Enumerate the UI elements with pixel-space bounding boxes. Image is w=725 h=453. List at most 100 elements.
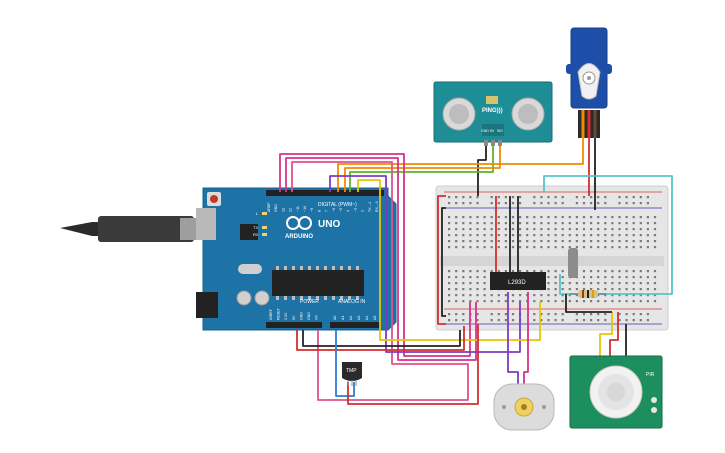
breadboard-hole[interactable]	[618, 270, 621, 273]
breadboard-hole[interactable]	[504, 294, 507, 297]
breadboard-hole[interactable]	[646, 228, 649, 231]
breadboard-hole[interactable]	[483, 294, 486, 297]
breadboard-hole[interactable]	[625, 222, 628, 225]
breadboard-hole[interactable]	[490, 319, 493, 322]
breadboard-hole[interactable]	[483, 240, 486, 243]
breadboard-hole[interactable]	[448, 246, 451, 249]
breadboard-hole[interactable]	[582, 228, 586, 231]
breadboard-hole[interactable]	[625, 276, 628, 279]
breadboard-hole[interactable]	[476, 196, 479, 199]
breadboard-hole[interactable]	[639, 288, 642, 291]
breadboard-hole[interactable]	[462, 216, 465, 219]
breadboard-hole[interactable]	[639, 228, 642, 231]
breadboard-hole[interactable]	[568, 288, 571, 291]
breadboard-hole[interactable]	[540, 228, 543, 231]
breadboard-hole[interactable]	[547, 313, 550, 316]
breadboard-hole[interactable]	[490, 202, 493, 205]
breadboard-hole[interactable]	[519, 202, 522, 205]
arduino-board[interactable]: ARDUINO UNO L TX RX DIGITAL (PWM~) POWER…	[196, 187, 397, 331]
breadboard-hole[interactable]	[597, 276, 600, 279]
breadboard-hole[interactable]	[490, 294, 493, 297]
breadboard-hole[interactable]	[462, 202, 465, 205]
breadboard-hole[interactable]	[540, 319, 543, 322]
breadboard-hole[interactable]	[554, 196, 557, 199]
breadboard-hole[interactable]	[483, 228, 486, 231]
breadboard-hole[interactable]	[462, 282, 465, 285]
breadboard-hole[interactable]	[448, 288, 451, 291]
breadboard-hole[interactable]	[568, 234, 571, 237]
breadboard-hole[interactable]	[490, 300, 493, 303]
breadboard-hole[interactable]	[653, 276, 657, 279]
breadboard-hole[interactable]	[561, 228, 564, 231]
breadboard-hole[interactable]	[646, 294, 649, 297]
breadboard-hole[interactable]	[554, 246, 557, 249]
breadboard-hole[interactable]	[561, 270, 564, 273]
breadboard-hole[interactable]	[455, 282, 458, 285]
breadboard-hole[interactable]	[526, 216, 529, 219]
breadboard-hole[interactable]	[533, 313, 536, 316]
breadboard-hole[interactable]	[639, 246, 642, 249]
breadboard-hole[interactable]	[526, 222, 529, 225]
breadboard-hole[interactable]	[540, 313, 543, 316]
breadboard-hole[interactable]	[575, 196, 578, 199]
breadboard-hole[interactable]	[455, 270, 458, 273]
breadboard-hole[interactable]	[469, 234, 472, 237]
breadboard-hole[interactable]	[469, 270, 472, 273]
breadboard-hole[interactable]	[497, 319, 500, 322]
breadboard-hole[interactable]	[540, 294, 543, 297]
breadboard-hole[interactable]	[497, 300, 500, 303]
breadboard-hole[interactable]	[639, 300, 642, 303]
breadboard-hole[interactable]	[462, 240, 465, 243]
breadboard-hole[interactable]	[504, 228, 507, 231]
breadboard-hole[interactable]	[448, 270, 451, 273]
breadboard-hole[interactable]	[497, 228, 500, 231]
breadboard-hole[interactable]	[632, 202, 635, 205]
breadboard-hole[interactable]	[504, 300, 507, 303]
breadboard-hole[interactable]	[632, 276, 635, 279]
breadboard-hole[interactable]	[590, 222, 593, 225]
breadboard-hole[interactable]	[646, 202, 649, 205]
breadboard-hole[interactable]	[540, 202, 543, 205]
breadboard-hole[interactable]	[490, 216, 493, 219]
breadboard-hole[interactable]	[632, 294, 635, 297]
breadboard-hole[interactable]	[554, 288, 557, 291]
breadboard-hole[interactable]	[511, 246, 515, 249]
breadboard-hole[interactable]	[526, 234, 529, 237]
breadboard-hole[interactable]	[554, 282, 557, 285]
breadboard-hole[interactable]	[519, 246, 522, 249]
breadboard-hole[interactable]	[547, 270, 550, 273]
breadboard-hole[interactable]	[575, 228, 578, 231]
breadboard-hole[interactable]	[653, 216, 657, 219]
breadboard-hole[interactable]	[448, 313, 451, 316]
breadboard-hole[interactable]	[547, 216, 550, 219]
breadboard-hole[interactable]	[469, 276, 472, 279]
breadboard-hole[interactable]	[455, 240, 458, 243]
breadboard-hole[interactable]	[483, 222, 486, 225]
breadboard-hole[interactable]	[511, 222, 515, 225]
breadboard-hole[interactable]	[469, 240, 472, 243]
breadboard-hole[interactable]	[519, 222, 522, 225]
breadboard-hole[interactable]	[483, 216, 486, 219]
breadboard-hole[interactable]	[561, 294, 564, 297]
breadboard-hole[interactable]	[625, 300, 628, 303]
breadboard-hole[interactable]	[618, 234, 621, 237]
breadboard-hole[interactable]	[462, 276, 465, 279]
breadboard-hole[interactable]	[497, 294, 500, 297]
breadboard-hole[interactable]	[469, 294, 472, 297]
breadboard-hole[interactable]	[561, 276, 564, 279]
breadboard-hole[interactable]	[448, 300, 451, 303]
breadboard-hole[interactable]	[490, 228, 493, 231]
breadboard-hole[interactable]	[462, 313, 465, 316]
breadboard-hole[interactable]	[632, 222, 635, 225]
breadboard-hole[interactable]	[547, 228, 550, 231]
breadboard-hole[interactable]	[455, 294, 458, 297]
breadboard-hole[interactable]	[625, 216, 628, 219]
breadboard-hole[interactable]	[462, 228, 465, 231]
breadboard-hole[interactable]	[582, 202, 586, 205]
breadboard-hole[interactable]	[448, 240, 451, 243]
breadboard-hole[interactable]	[533, 196, 536, 199]
breadboard-hole[interactable]	[540, 222, 543, 225]
breadboard-hole[interactable]	[604, 282, 607, 285]
breadboard-hole[interactable]	[604, 288, 607, 291]
breadboard-hole[interactable]	[611, 228, 614, 231]
